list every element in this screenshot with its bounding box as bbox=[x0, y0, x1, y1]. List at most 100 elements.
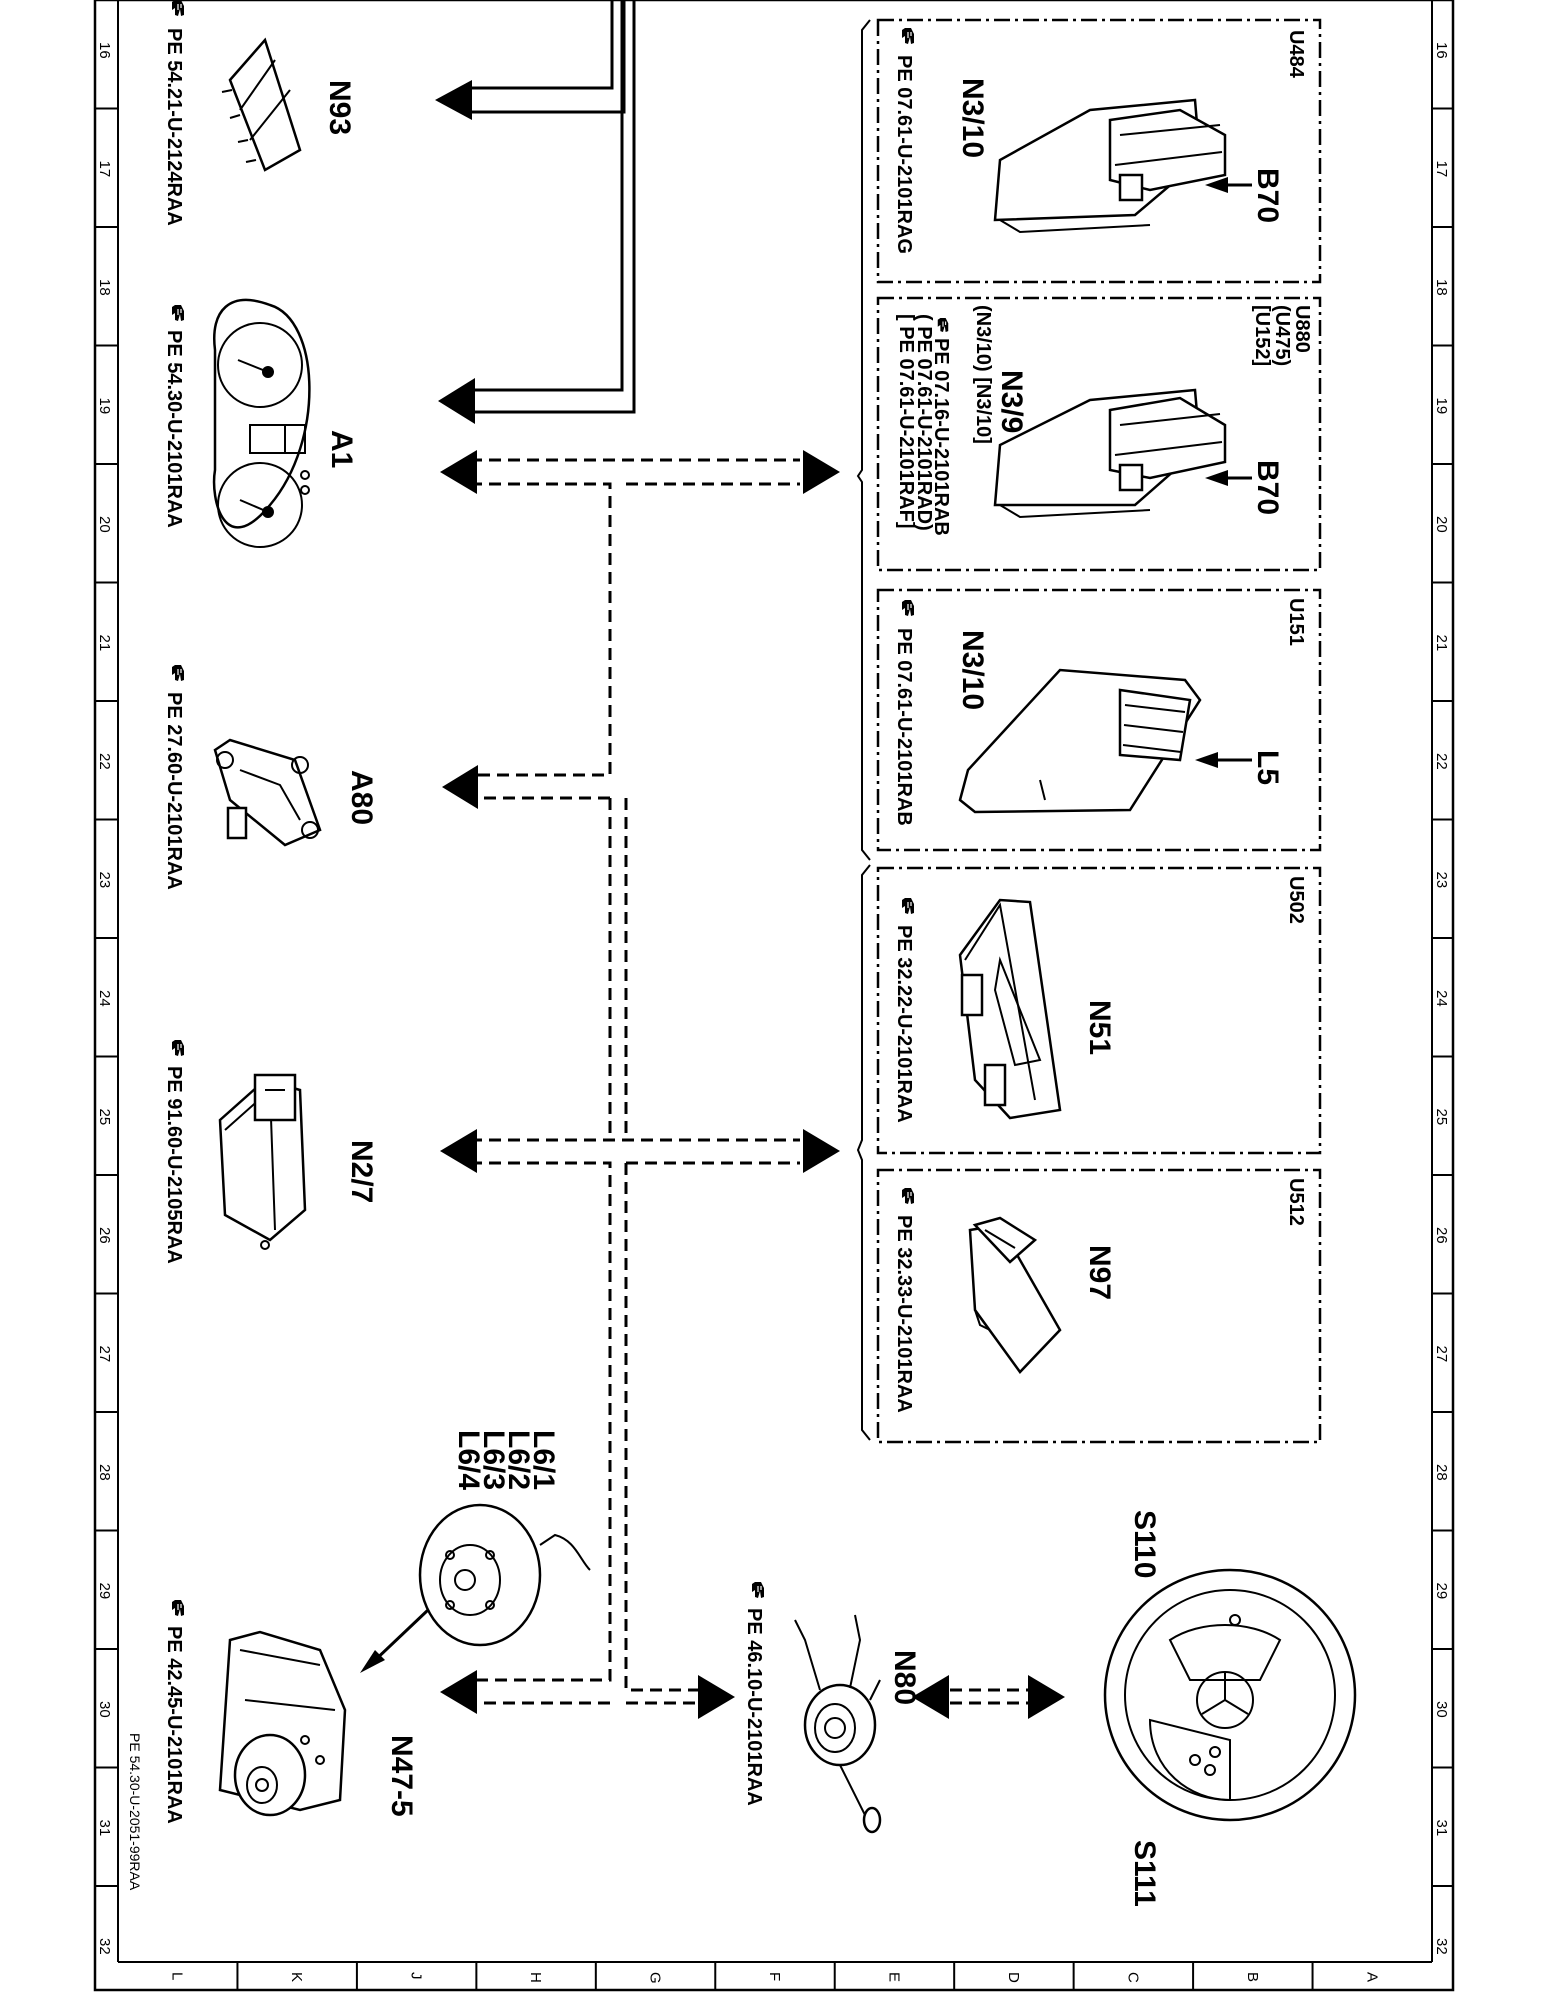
grid-number-right: 17 bbox=[1433, 161, 1450, 178]
grid-number-left: 24 bbox=[96, 990, 113, 1007]
svg-text:PE 46.10-U-2101RAA: PE 46.10-U-2101RAA bbox=[743, 1608, 765, 1806]
svg-text:S110: S110 bbox=[1128, 1510, 1161, 1578]
dashed-bus bbox=[470, 458, 1030, 1705]
grid-letter: H bbox=[527, 1972, 544, 1983]
svg-text:A80: A80 bbox=[345, 770, 378, 825]
grid-number-left: 23 bbox=[96, 872, 113, 889]
grid-letter: F bbox=[766, 1972, 783, 1981]
arrow-n80 bbox=[698, 1675, 735, 1719]
grid-letter: A bbox=[1363, 1972, 1380, 1982]
diagram-id: PE 54.30-U-2051-99RAA bbox=[127, 1733, 143, 1891]
grid-number-left: 18 bbox=[96, 279, 113, 296]
svg-text:N51: N51 bbox=[1083, 1000, 1116, 1055]
grid-number-right: 30 bbox=[1433, 1701, 1450, 1718]
component-l6-sensors: L6/1 L6/2 L6/3 L6/4 bbox=[360, 1430, 591, 1673]
svg-text:PE 32.22-U-2101RAA: PE 32.22-U-2101RAA bbox=[893, 925, 915, 1123]
grid-number-left: 32 bbox=[96, 1938, 113, 1955]
svg-text:PE 07.61-U-2101RAB: PE 07.61-U-2101RAB bbox=[893, 628, 915, 826]
svg-text:PE 54.30-U-2101RAA: PE 54.30-U-2101RAA bbox=[163, 330, 185, 528]
grid-number-right: 20 bbox=[1433, 516, 1450, 533]
ecu-u484 bbox=[993, 98, 1252, 234]
grid-number-left: 22 bbox=[96, 753, 113, 770]
svg-text:( PE 07.61-U-2101RAD): ( PE 07.61-U-2101RAD) bbox=[913, 314, 935, 531]
svg-text:PE 07.61-U-2101RAG: PE 07.61-U-2101RAG bbox=[893, 55, 915, 254]
component-n47-5: N47-5 PE 42.45-U-2101RAA bbox=[163, 1599, 418, 1824]
svg-text:L6/4: L6/4 bbox=[452, 1430, 485, 1490]
ecu-u151 bbox=[958, 668, 1252, 814]
svg-text:L6/1: L6/1 bbox=[527, 1430, 560, 1490]
grid-number-left: 28 bbox=[96, 1464, 113, 1481]
svg-text:PE 07.16-U-2101RAB: PE 07.16-U-2101RAB bbox=[930, 338, 952, 536]
grid-number-right: 24 bbox=[1433, 990, 1450, 1007]
box-u484: U484 N3/10 B70 PE 07.61-U-2101RAG bbox=[876, 18, 1322, 284]
bracket-lower bbox=[856, 864, 871, 1441]
grid-letter: J bbox=[408, 1972, 425, 1980]
grid-number-right: 23 bbox=[1433, 872, 1450, 889]
grid-letter: D bbox=[1005, 1972, 1022, 1983]
grid-number-left: 29 bbox=[96, 1583, 113, 1600]
svg-text:[ PE 07.61-U-2101RAF]: [ PE 07.61-U-2101RAF] bbox=[895, 314, 917, 529]
grid-number-right: 18 bbox=[1433, 279, 1450, 296]
svg-text:U502: U502 bbox=[1285, 876, 1307, 924]
arrow-n93 bbox=[435, 80, 472, 120]
svg-text:L6/3: L6/3 bbox=[477, 1430, 510, 1490]
grid-number-right: 27 bbox=[1433, 1346, 1450, 1363]
component-n93: N93 PE 54.21-U-2124RAA bbox=[163, 0, 356, 226]
grid-number-right: 26 bbox=[1433, 1227, 1450, 1244]
svg-text:(U475): (U475) bbox=[1271, 305, 1293, 366]
svg-text:N3/10: N3/10 bbox=[956, 78, 989, 158]
svg-text:N93: N93 bbox=[323, 80, 356, 135]
grid-letter: B bbox=[1244, 1972, 1261, 1982]
grid-number-right: 21 bbox=[1433, 635, 1450, 652]
bracket-upper bbox=[856, 19, 871, 861]
svg-text:N47-5: N47-5 bbox=[385, 1735, 418, 1817]
arrow-a1 bbox=[438, 378, 475, 424]
grid-letter: E bbox=[885, 1972, 902, 1982]
grid-letter: G bbox=[647, 1972, 664, 1984]
arrow-s110 bbox=[1028, 1675, 1065, 1719]
svg-text:L5: L5 bbox=[1251, 750, 1284, 785]
grid-number-left: 16 bbox=[96, 42, 113, 59]
component-n2-7: N2/7 PE 91.60-U-2105RAA bbox=[163, 1039, 378, 1264]
svg-text:U880: U880 bbox=[1291, 305, 1313, 353]
svg-text:N80: N80 bbox=[888, 1650, 921, 1705]
solid-bus bbox=[470, 0, 636, 414]
grid-number-left: 25 bbox=[96, 1109, 113, 1126]
grid-number-right: 16 bbox=[1433, 42, 1450, 59]
svg-text:U484: U484 bbox=[1285, 30, 1307, 79]
svg-text:PE 27.60-U-2101RAA: PE 27.60-U-2101RAA bbox=[163, 692, 185, 890]
svg-text:A1: A1 bbox=[325, 430, 358, 468]
svg-text:(N3/10) [N3/10]: (N3/10) [N3/10] bbox=[972, 305, 994, 444]
svg-text:S111: S111 bbox=[1128, 1840, 1161, 1907]
arrow-a1-can-left bbox=[440, 450, 477, 494]
grid-number-left: 19 bbox=[96, 398, 113, 415]
component-a1-instrument-cluster: A1 PE 54.30-U-2101RAA bbox=[163, 298, 358, 548]
grid-number-right: 28 bbox=[1433, 1464, 1450, 1481]
grid-number-right: 25 bbox=[1433, 1109, 1450, 1126]
svg-text:N2/7: N2/7 bbox=[345, 1140, 378, 1203]
arrow-n80-right bbox=[912, 1675, 949, 1719]
svg-text:B70: B70 bbox=[1251, 168, 1284, 223]
arrow-a1-can-right bbox=[803, 450, 840, 494]
component-steering-wheel: S110 S111 bbox=[1103, 1510, 1357, 1907]
svg-text:PE 54.21-U-2124RAA: PE 54.21-U-2124RAA bbox=[163, 28, 185, 226]
grid-number-right: 29 bbox=[1433, 1583, 1450, 1600]
svg-text:N3/9: N3/9 bbox=[995, 370, 1028, 433]
grid-letter: K bbox=[288, 1972, 305, 1982]
box-u880: U880 (U475) [U152] N3/9 (N3/10) [N3/10] … bbox=[876, 296, 1322, 572]
drawing-frame bbox=[93, 0, 1455, 1992]
arrow-n27-left bbox=[440, 1129, 477, 1173]
svg-text:U512: U512 bbox=[1285, 1178, 1307, 1226]
ecu-n51 bbox=[958, 898, 1062, 1120]
grid-number-right: 22 bbox=[1433, 753, 1450, 770]
box-u512: U512 N97 PE 32.33-U-2101RAA bbox=[876, 1168, 1322, 1444]
grid-number-left: 26 bbox=[96, 1227, 113, 1244]
svg-text:L6/2: L6/2 bbox=[502, 1430, 535, 1490]
grid-number-right: 19 bbox=[1433, 398, 1450, 415]
box-u151: U151 N3/10 L5 PE 07.61-U-2101RAB bbox=[876, 588, 1322, 852]
svg-text:U151: U151 bbox=[1285, 598, 1307, 646]
component-n80: N80 PE 46.10-U-2101RAA bbox=[743, 1581, 921, 1834]
ecu-u880 bbox=[993, 388, 1252, 519]
